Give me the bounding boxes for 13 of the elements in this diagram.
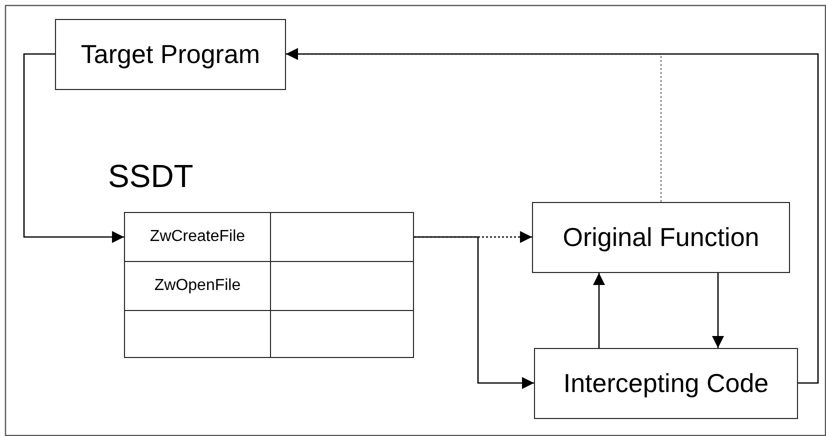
table-cell: ZwCreateFile (124, 212, 271, 262)
arrow (286, 48, 819, 384)
table-cell (124, 310, 271, 358)
arrow (712, 273, 724, 348)
process-box: Target Program (55, 19, 286, 90)
table-cell (270, 310, 414, 358)
process-box: Original Function (532, 202, 790, 273)
process-box: Intercepting Code (534, 348, 798, 419)
arrow (414, 236, 534, 389)
table-title: SSDT (108, 158, 194, 195)
arrow (23, 53, 124, 243)
arrow (593, 273, 605, 348)
table-cell (270, 212, 414, 262)
